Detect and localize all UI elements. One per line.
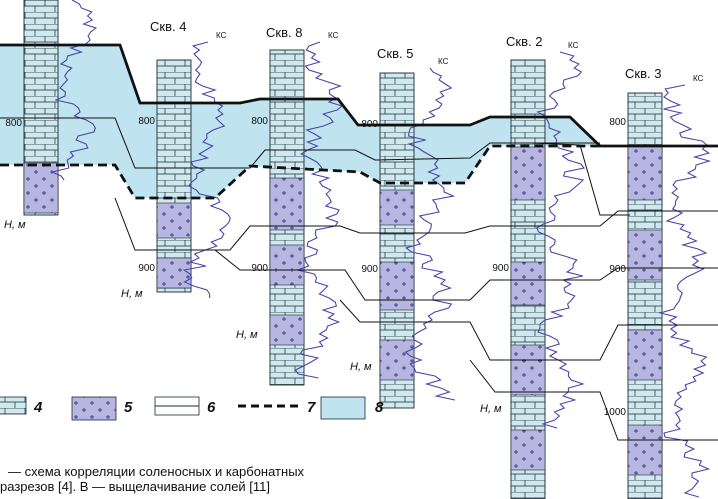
well-name-w2: Скв. 2 [506, 34, 542, 49]
salt-interval-w5-0 [379, 189, 415, 226]
salt-interval-w3-1 [627, 229, 663, 281]
legend-num-4: 4 [33, 399, 43, 416]
correlation-line-0 [0, 117, 600, 169]
salt-interval-w8-2 [269, 314, 305, 346]
salt-interval-w4-1 [156, 257, 192, 289]
depth-900-w8: 900 [251, 263, 268, 274]
salt-interval-w2-1 [510, 261, 546, 306]
depth-800-w3: 800 [609, 117, 626, 128]
salt-interval-w3-0 [627, 145, 663, 201]
salt-interval-w3-3 [627, 424, 663, 476]
ks-label-w4: КС [216, 31, 227, 40]
salt-interval-w8-1 [269, 244, 305, 286]
correlation-line-5 [490, 142, 630, 216]
well-name-w8: Скв. 8 [266, 25, 302, 40]
well-name-w3: Скв. 3 [625, 66, 661, 81]
salt-interval-w2-3 [510, 429, 546, 471]
ks-label-w5: КС [438, 57, 449, 66]
well-name-w4: Скв. 4 [150, 19, 186, 34]
depth-unit-w5: Н, м [350, 361, 372, 373]
well-name-w5: Скв. 5 [377, 46, 413, 61]
depth-800-w8: 800 [251, 116, 268, 127]
salt-interval-w8-0 [269, 177, 305, 231]
log-curve-w5 [404, 67, 456, 401]
correlation-line-4 [469, 359, 718, 441]
legend-swatch-salt [71, 396, 117, 421]
log-curve-w4 [182, 41, 231, 299]
correlation-line-1 [114, 197, 718, 251]
log-curve-w1 [50, 0, 98, 181]
depth-900-w3: 900 [609, 264, 626, 275]
top-boundary-line [0, 43, 718, 148]
salt-interval-w3-2 [627, 329, 663, 381]
log-curve-w2 [535, 51, 585, 429]
legend-swatch-fill [320, 396, 366, 420]
correlation-line-3 [339, 299, 718, 361]
figure-caption: — схема корреляции соленосных и карбонат… [0, 463, 718, 495]
salt-interval-w2-2 [510, 344, 546, 396]
caption-line-1: — схема корреляции соленосных и карбонат… [8, 464, 305, 479]
ks-label-w2: КС [568, 41, 579, 50]
legend-num-8: 8 [375, 399, 384, 416]
well-column-w4 [156, 59, 192, 293]
caption-line-2: разрезов [4]. В — выщелачивание солей [1… [0, 479, 271, 494]
depth-unit-w4: Н, м [121, 288, 143, 300]
legend-swatch-limestone [0, 396, 27, 415]
depth-900-w4: 900 [138, 263, 155, 274]
legend-num-6: 6 [207, 399, 216, 416]
salt-interval-w5-2 [379, 339, 415, 381]
log-curve-w3 [658, 84, 712, 498]
depth-800-w1: 800 [5, 118, 22, 129]
legend-num-5: 5 [124, 399, 133, 416]
salt-interval-w4-0 [156, 202, 192, 239]
legend-num-7: 7 [307, 399, 316, 416]
ks-label-w3: КС [693, 74, 704, 83]
depth-unit-w2: Н, м [480, 403, 502, 415]
salt-interval-w1-0 [23, 162, 59, 214]
depth-800-w5: 800 [361, 119, 378, 130]
correlation-line-2 [214, 249, 718, 301]
depth-1000-w3: 1000 [604, 407, 627, 418]
depth-unit-w8: Н, м [236, 329, 258, 341]
depth-900-w2: 900 [492, 263, 509, 274]
depth-unit-w1: Н, м [4, 219, 26, 231]
depth-800-w4: 800 [138, 116, 155, 127]
dashed-boundary-line [0, 144, 600, 200]
ks-label-w8: КС [328, 31, 339, 40]
legend: 4 5 6 7 8 [0, 396, 384, 421]
depth-900-w5: 900 [361, 264, 378, 275]
salt-interval-w2-0 [510, 146, 546, 201]
salt-interval-w5-1 [379, 261, 415, 311]
